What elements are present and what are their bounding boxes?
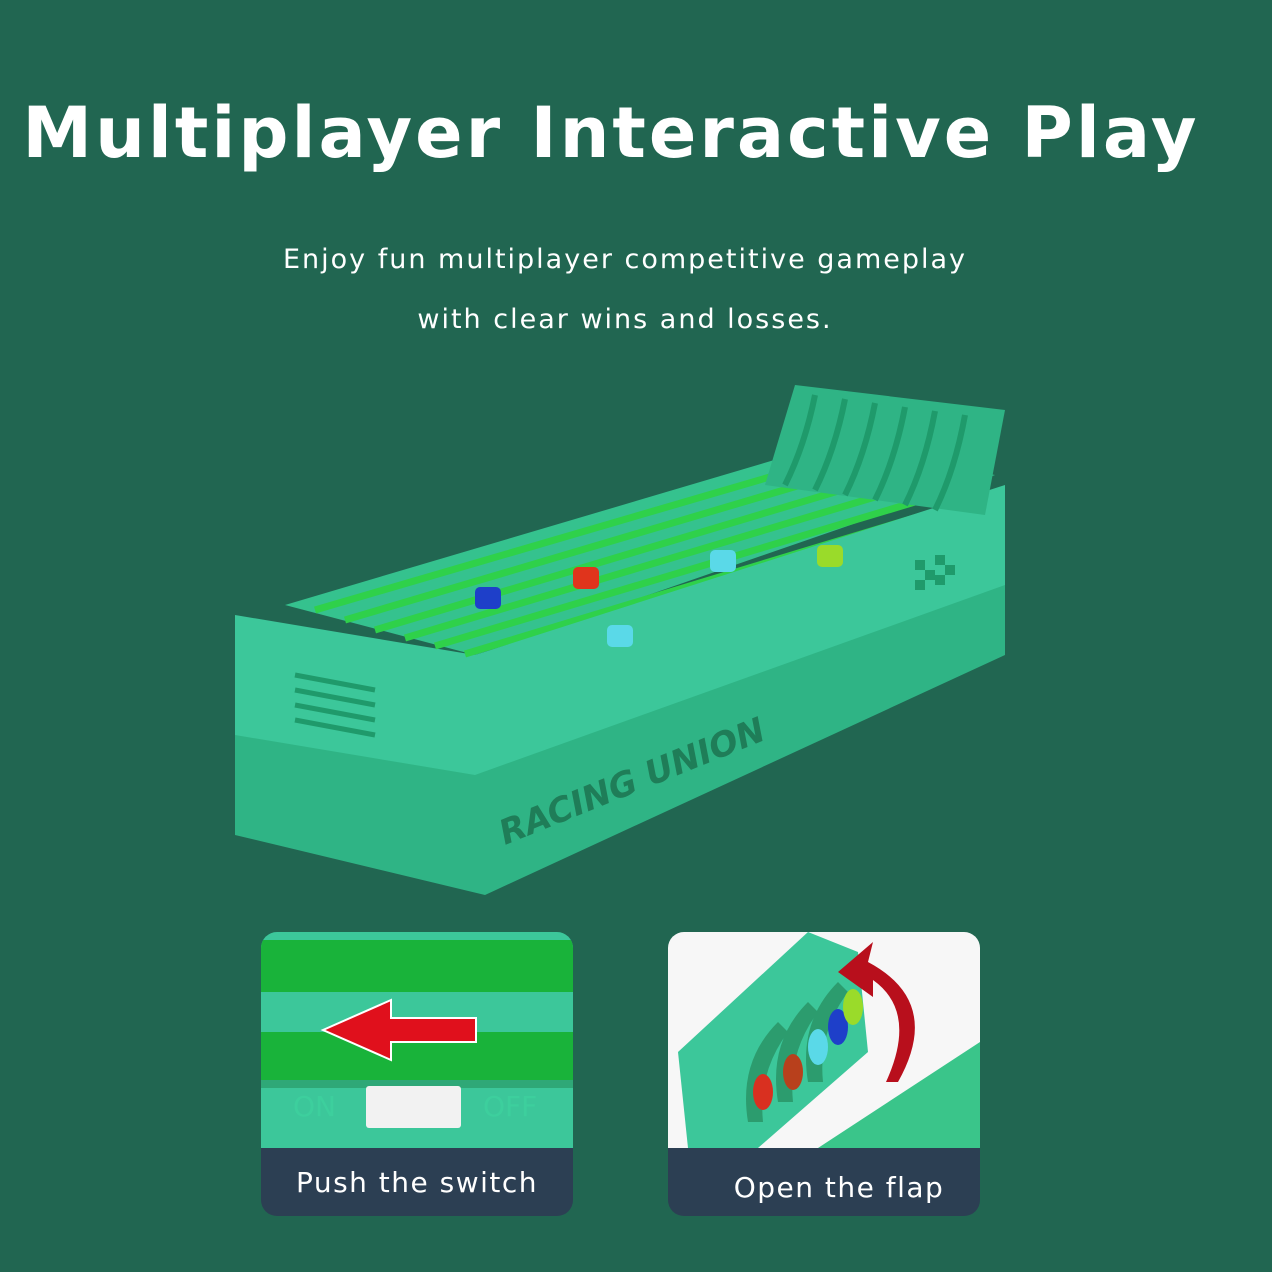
- card-open-flap: Open the flap: [668, 932, 980, 1216]
- switch-off-label: OFF: [483, 1090, 538, 1123]
- curved-arrow-icon: [838, 942, 915, 1082]
- subtitle-line-2: with clear wins and losses.: [417, 304, 833, 335]
- page-title: Multiplayer Interactive Play: [22, 92, 1200, 174]
- switch-toggle: [366, 1086, 461, 1128]
- flap-photo: [668, 932, 980, 1148]
- caption-open-flap: Open the flap: [668, 1148, 980, 1216]
- card-push-switch: ON OFF Push the switch: [261, 932, 573, 1216]
- arrow-left-icon: [320, 998, 477, 1062]
- switch-on-label: ON: [293, 1090, 336, 1123]
- caption-push-switch: Push the switch: [261, 1148, 573, 1216]
- horse-figures: [475, 545, 843, 647]
- subtitle-line-1: Enjoy fun multiplayer competitive gamepl…: [282, 244, 968, 275]
- switch-photo: [261, 932, 573, 1148]
- checkered-flag-icon: [915, 555, 955, 590]
- racing-game-product-image: RACING UNION: [235, 385, 1005, 895]
